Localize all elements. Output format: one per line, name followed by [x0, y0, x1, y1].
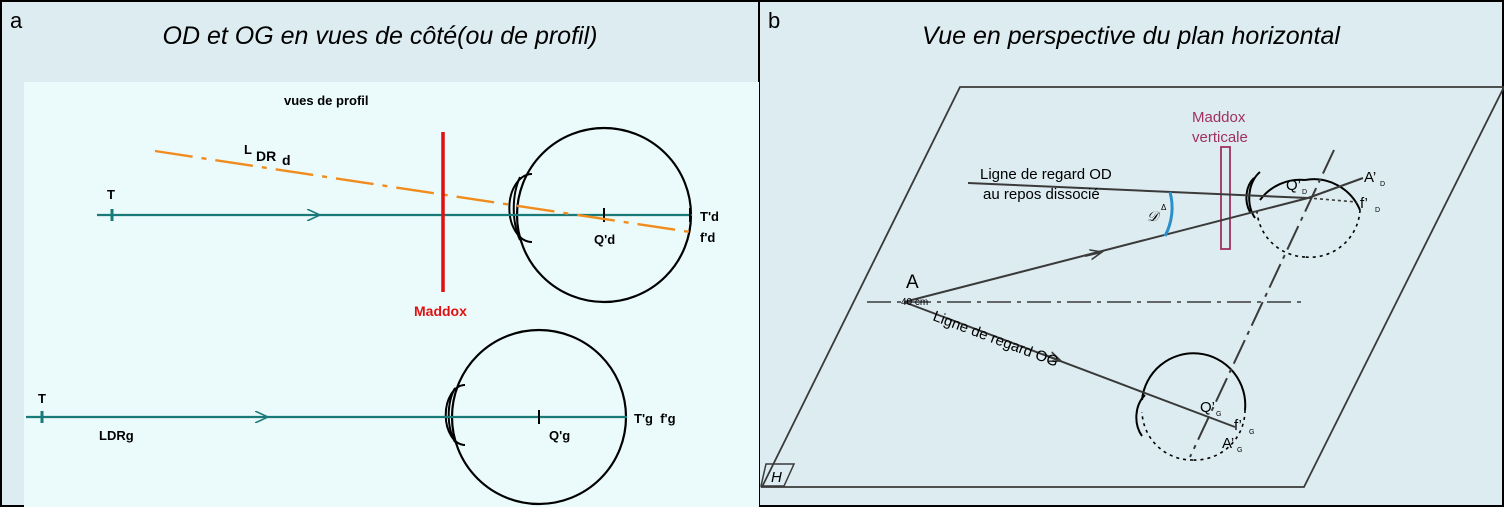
subtitle-vues-de-profil: vues de profil [284, 93, 369, 108]
panel-a-letter: a [10, 8, 23, 33]
line-qd-to-fd [1307, 197, 1358, 203]
label-maddox: Maddox [1192, 109, 1246, 126]
panel-a-title: OD et OG en vues de côté(ou de profil) [162, 22, 598, 50]
label-ligne-og: Ligne de regard OG [931, 308, 1061, 371]
label-deviation: 𝒟 [1147, 208, 1161, 224]
label-qd: Q'd [594, 232, 615, 247]
label-fd: f'd [700, 230, 715, 245]
ldr-od-line [154, 149, 691, 234]
panel-b-letter: b [768, 8, 781, 33]
label-verticale: verticale [1192, 129, 1248, 146]
label-ad: A’ [1364, 169, 1376, 186]
left-eye-top-view [1135, 352, 1247, 461]
label-plane-h: H [771, 469, 782, 486]
panel-a-diagram: vues de profil T L DR d T'd f'd Q'd Madd… [26, 93, 719, 506]
label-ldrd-dr: DR [256, 148, 276, 164]
label-tg-fg: T'g f'g [634, 411, 676, 426]
plane-label-box [760, 463, 796, 487]
label-ligne-od-2: au repos dissocié [983, 186, 1100, 203]
label-fg: f’ [1234, 417, 1242, 434]
label-ldrd-l: L [244, 142, 252, 157]
label-qd-sub: D [1302, 189, 1307, 196]
label-fg-sub: G [1249, 429, 1254, 436]
line-qd-to-ad [1307, 177, 1364, 199]
panel-b: b Vue en perspective du plan horizontal … [759, 0, 1504, 507]
maddox-vertical-rect [1220, 146, 1231, 250]
panel-a: a OD et OG en vues de côté(ou de profil)… [0, 0, 760, 507]
label-ag-sub: G [1237, 447, 1242, 454]
line-of-sight-od-rest [967, 182, 1309, 199]
line-of-sight-og [903, 301, 1236, 428]
label-t-top: T [107, 187, 115, 202]
label-fd-sub: D [1375, 207, 1380, 214]
label-ldrg: LDRg [99, 428, 134, 443]
label-deviation-sup: Δ [1161, 203, 1167, 212]
label-qd: Q’ [1286, 177, 1301, 194]
label-t-bottom: T [38, 391, 46, 406]
label-point-a: A [906, 272, 919, 293]
arrow-a-to-og [1042, 354, 1061, 361]
label-maddox-a: Maddox [414, 303, 467, 319]
label-td: T'd [700, 209, 719, 224]
arrow-a-to-qd [1084, 252, 1102, 256]
label-ag: A’ [1222, 435, 1234, 452]
label-qg: Q'g [549, 428, 570, 443]
label-qg: Q’ [1200, 399, 1215, 416]
line-of-sight-a-to-qd [903, 197, 1309, 303]
horizontal-plane [760, 86, 1504, 488]
label-ad-sub: D [1380, 181, 1385, 188]
panel-b-title: Vue en perspective du plan horizontal [922, 22, 1340, 50]
deviation-angle-arc [1163, 191, 1174, 237]
interocular-axis [1189, 149, 1335, 458]
label-40cm: 40 cm [901, 297, 928, 308]
panel-b-diagram: H Maddox verticale [760, 86, 1504, 488]
label-ldrd-d: d [282, 152, 291, 168]
label-qg-sub: G [1216, 411, 1221, 418]
label-fd: f’ [1360, 195, 1368, 212]
label-ligne-od-1: Ligne de regard OD [980, 166, 1112, 183]
